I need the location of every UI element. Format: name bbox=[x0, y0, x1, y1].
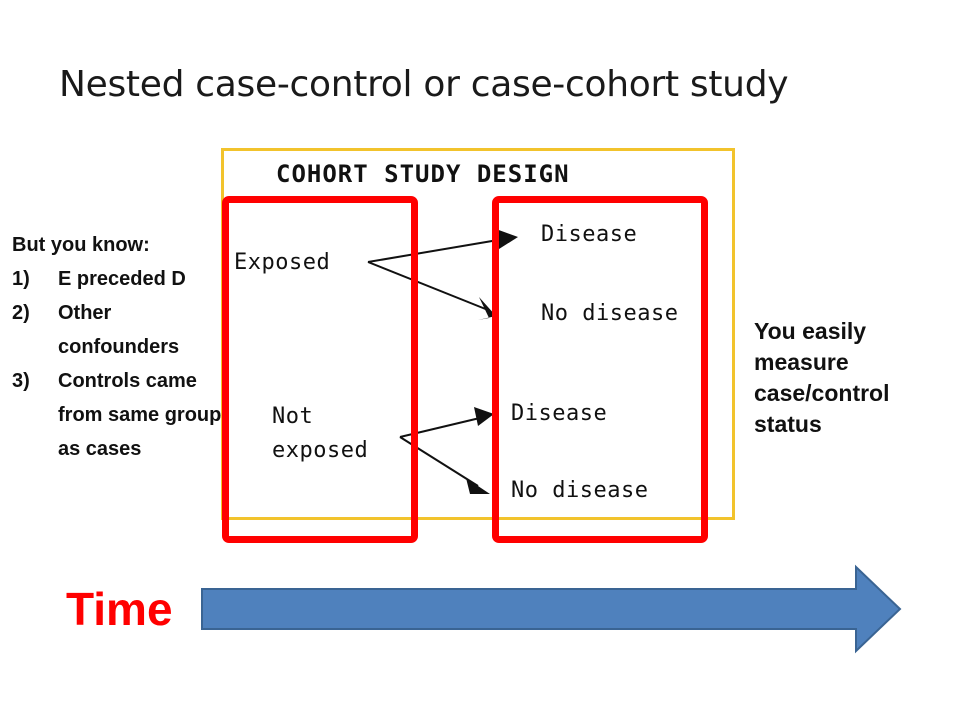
not-exposed-label-line2: exposed bbox=[272, 438, 369, 463]
unexposed-no-disease-label: No disease bbox=[511, 478, 649, 503]
list-item: 2) Other confounders bbox=[12, 296, 222, 364]
cohort-diagram-frame bbox=[221, 148, 735, 520]
list-item: 1) E preceded D bbox=[12, 262, 222, 296]
exposed-disease-label: Disease bbox=[541, 222, 638, 247]
diagram-heading: COHORT STUDY DESIGN bbox=[276, 160, 570, 188]
list-item-text: Other confounders bbox=[58, 302, 180, 358]
time-label: Time bbox=[66, 583, 173, 635]
left-note-list: 1) E preceded D 2) Other confounders 3) … bbox=[12, 262, 222, 466]
left-note: But you know: 1) E preceded D 2) Other c… bbox=[12, 228, 222, 466]
list-item: 3) Controls came from same group as case… bbox=[12, 364, 222, 466]
exposed-no-disease-label: No disease bbox=[541, 301, 679, 326]
time-arrow bbox=[201, 564, 902, 654]
outcome-highlight-box bbox=[492, 196, 708, 543]
list-item-text: Controls came from same group as cases bbox=[58, 370, 222, 460]
list-item-number: 3) bbox=[12, 370, 30, 392]
arrow-exposed-to-disease bbox=[367, 239, 499, 263]
arrowhead-exposed-disease bbox=[496, 229, 518, 249]
unexposed-disease-label: Disease bbox=[511, 401, 608, 426]
left-note-heading: But you know: bbox=[12, 234, 150, 256]
arrowhead-exposed-no-disease bbox=[478, 297, 496, 320]
exposed-label: Exposed bbox=[234, 250, 331, 275]
exposure-highlight-box bbox=[222, 196, 418, 543]
not-exposed-label-line1: Not bbox=[272, 404, 314, 429]
list-item-number: 2) bbox=[12, 302, 30, 324]
list-item-number: 1) bbox=[12, 268, 30, 290]
page-title: Nested case-control or case-cohort study bbox=[59, 64, 789, 105]
arrow-exposed-to-no-disease bbox=[367, 261, 489, 311]
arrowhead-unexposed-no-disease bbox=[466, 478, 490, 494]
arrowhead-unexposed-disease bbox=[474, 407, 494, 426]
list-item-text: E preceded D bbox=[58, 268, 186, 290]
right-note: You easily measure case/control status bbox=[754, 318, 890, 437]
